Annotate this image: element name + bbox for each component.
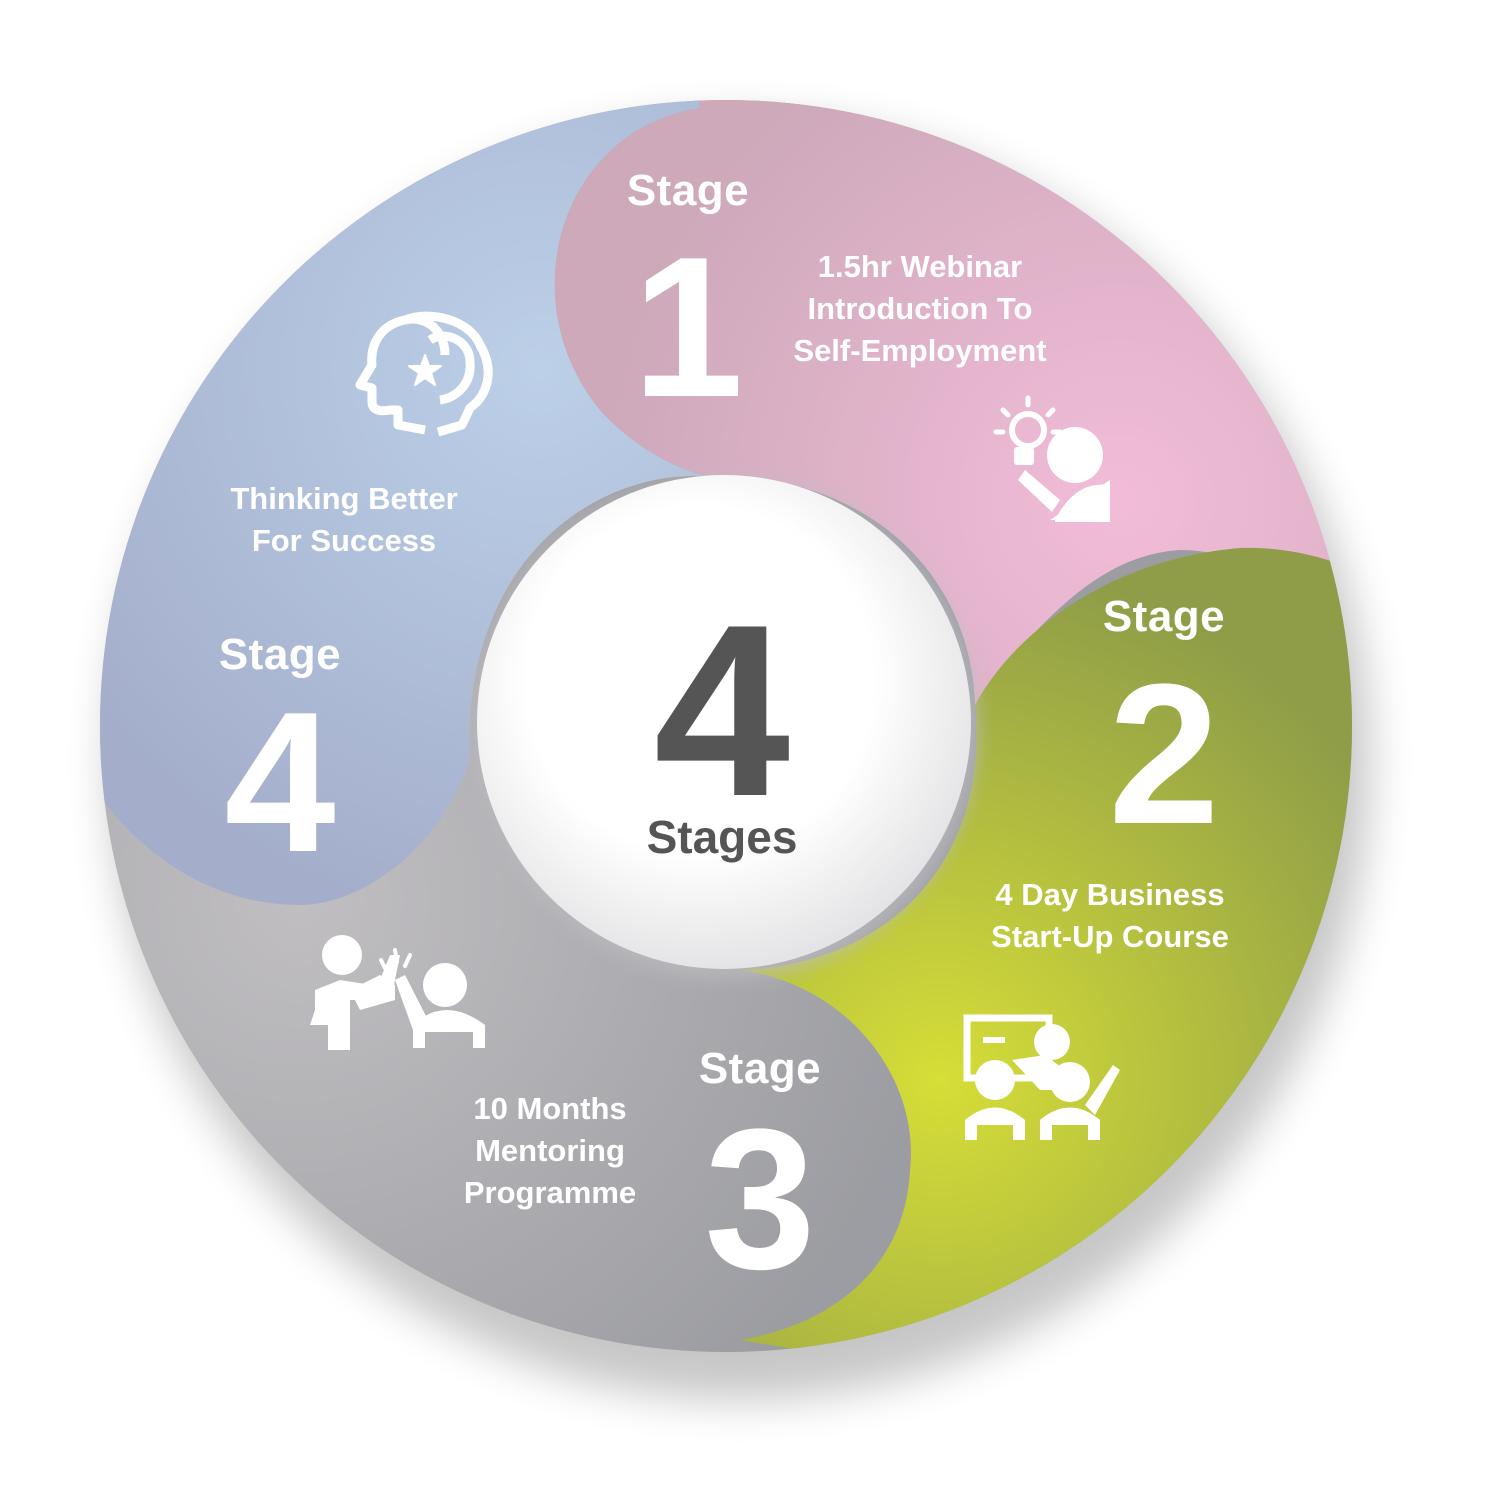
stage-4-label: Stage	[218, 630, 342, 679]
stage-3-description: 10 Months Mentoring Programme	[463, 1091, 637, 1210]
stage-2-description: 4 Day Business Start-Up Course	[991, 877, 1229, 954]
center-number: 4	[653, 573, 791, 847]
stage-2-number: 2	[1108, 643, 1220, 866]
mindset-heads-icon	[355, 311, 493, 437]
high-five-mentoring-icon	[310, 935, 485, 1050]
idea-presenter-icon	[993, 395, 1110, 522]
stage-4-description: Thinking Better For Success	[230, 481, 458, 558]
classroom-training-icon	[963, 1014, 1120, 1140]
center-label: Stages	[646, 811, 798, 863]
center-disc	[477, 475, 971, 969]
stage-3-number: 3	[704, 1088, 816, 1311]
stage-2-label: Stage	[1102, 592, 1226, 641]
stage-4-number: 4	[224, 671, 336, 894]
stage-1-number: 1	[632, 216, 744, 439]
stage-3-label: Stage	[698, 1044, 822, 1093]
stage-1-label: Stage	[626, 166, 750, 215]
stage-1-description: 1.5hr Webinar Introduction To Self-Emplo…	[793, 249, 1047, 368]
